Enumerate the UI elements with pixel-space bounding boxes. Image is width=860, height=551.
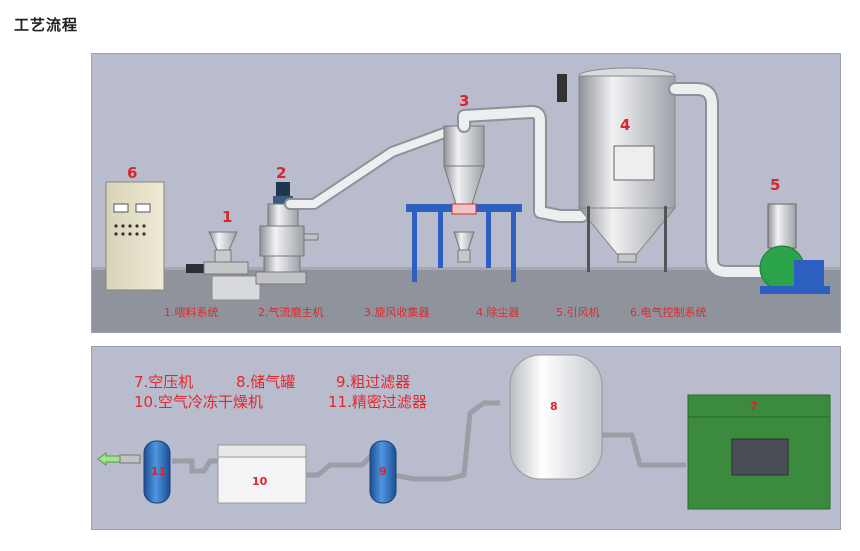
label-cyclone-number: 3 <box>459 92 469 110</box>
label-fan-number: 5 <box>770 176 780 194</box>
caption-electrical-control: 6.电气控制系统 <box>630 305 707 319</box>
hopper-icon <box>186 231 261 301</box>
label-jet-mill-number: 2 <box>276 164 286 182</box>
label-compressor-number: 7 <box>750 400 758 413</box>
process-diagram: 1 2 3 4 5 6 1.喂料系统 2.气流磨主机 3.旋风收集器 4.除尘器… <box>92 67 840 332</box>
label-cabinet-number: 6 <box>127 164 137 182</box>
cyclone-icon <box>406 125 522 282</box>
control-cabinet-icon <box>105 181 165 291</box>
air-tank-icon <box>509 354 603 480</box>
fan-icon <box>759 203 830 294</box>
label-precision-filter-number: 11 <box>151 465 166 478</box>
label-coarse-filter-number: 9 <box>379 465 387 478</box>
jet-mill-icon <box>255 182 319 285</box>
page-title: 工艺流程 <box>14 16 79 34</box>
legend-freeze-dryer: 10.空气冷冻干燥机 <box>134 393 263 411</box>
caption-feeding-system: 1.喂料系统 <box>164 305 219 319</box>
label-air-tank-number: 8 <box>550 400 558 413</box>
caption-induced-fan: 5.引风机 <box>556 305 600 319</box>
dryer-icon <box>217 444 307 504</box>
filter-icon <box>143 440 171 504</box>
legend-air-tank: 8.储气罐 <box>236 373 295 391</box>
legend-precision-filter: 11.精密过滤器 <box>328 393 427 411</box>
air-inlet-arrow-icon <box>97 452 141 466</box>
legend-air-compressor: 7.空压机 <box>134 373 193 391</box>
caption-jet-mill: 2.气流磨主机 <box>258 305 324 319</box>
caption-cyclone-collector: 3.旋风收集器 <box>364 305 430 319</box>
process-diagram-panel: 1 2 3 4 5 6 1.喂料系统 2.气流磨主机 3.旋风收集器 4.除尘器… <box>91 53 841 333</box>
dust-collector-icon <box>557 67 677 272</box>
caption-dust-collector: 4.除尘器 <box>476 305 520 319</box>
air-supply-diagram-panel: 7.空压机 8.储气罐 9.粗过滤器 10.空气冷冻干燥机 11.精密过滤器 1… <box>91 346 841 530</box>
label-dust-collector-number: 4 <box>620 116 630 134</box>
label-dryer-number: 10 <box>252 475 268 488</box>
legend-coarse-filter: 9.粗过滤器 <box>336 373 410 391</box>
label-feeder-number: 1 <box>222 208 232 226</box>
air-supply-diagram: 7.空压机 8.储气罐 9.粗过滤器 10.空气冷冻干燥机 11.精密过滤器 1… <box>97 354 831 510</box>
compressor-icon <box>687 394 831 510</box>
filter-icon <box>369 440 397 504</box>
